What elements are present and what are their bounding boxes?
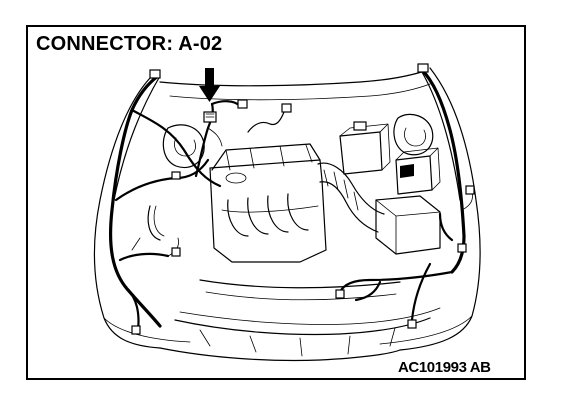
engine-block	[209, 143, 327, 263]
diagram-frame	[26, 25, 526, 380]
right-fender-outline	[379, 67, 481, 351]
firewall	[159, 69, 431, 101]
air-cleaner	[375, 195, 441, 255]
connector-a-02	[203, 111, 217, 123]
strut-tower-left	[162, 124, 205, 169]
pointer-arrow	[199, 68, 220, 102]
diagram-title: CONNECTOR: A-02	[36, 33, 223, 55]
battery	[339, 121, 391, 175]
wiring-harness-top	[194, 99, 292, 178]
wiring-harness-left	[108, 69, 222, 335]
wiring-harness-right	[335, 63, 475, 329]
strut-tower-right	[393, 113, 434, 156]
fuse-box	[395, 147, 441, 195]
front-bumper	[159, 307, 441, 362]
intake-duct	[317, 162, 385, 233]
radiator-support	[199, 279, 401, 301]
hoses-left	[131, 205, 165, 251]
figure-code: AC101993 AB	[398, 359, 491, 376]
